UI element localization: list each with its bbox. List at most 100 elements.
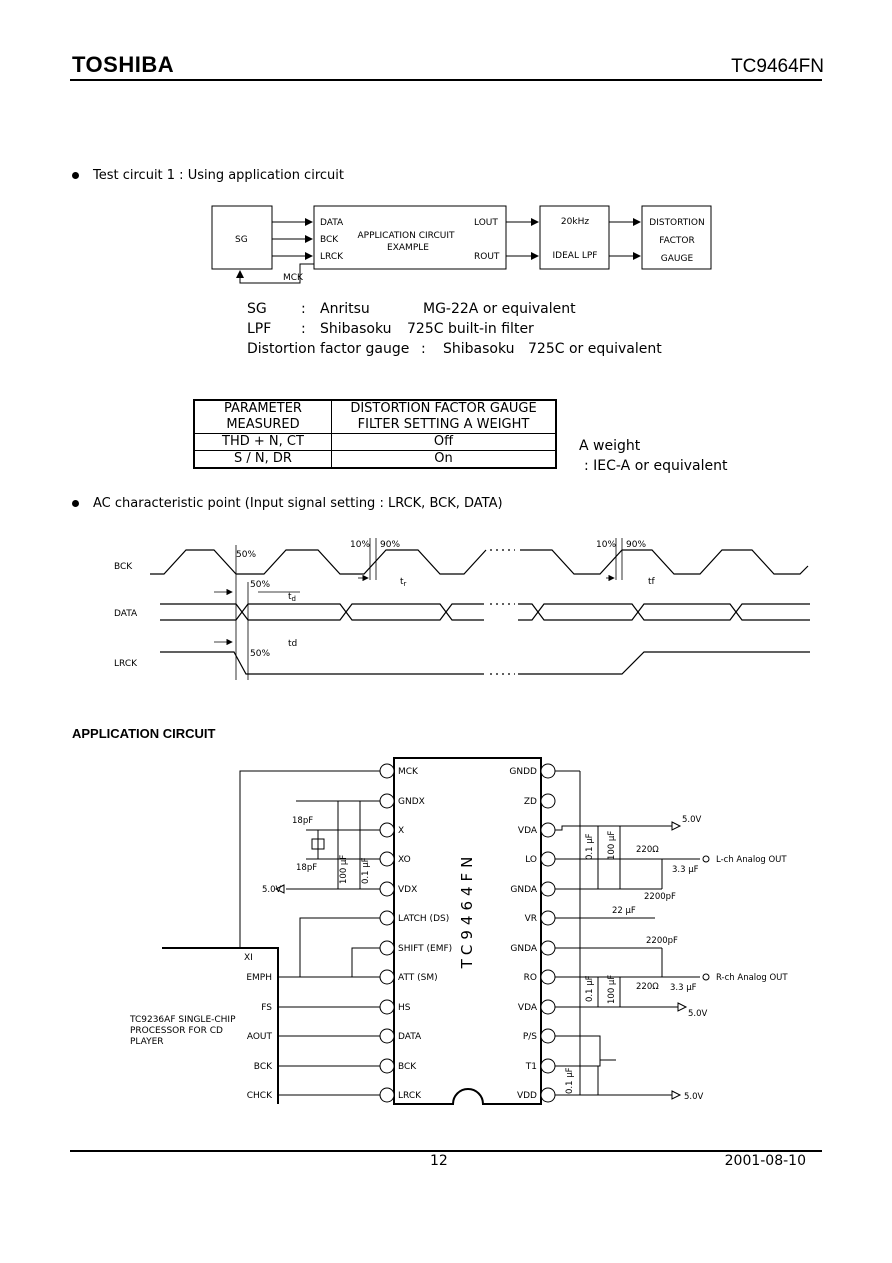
lbl-90-a: 90% (380, 540, 400, 550)
ac-point-text: AC characteristic point (Input signal se… (93, 496, 503, 511)
app-in-lrck: LRCK (320, 252, 344, 262)
lbl-10-a: 10% (350, 540, 370, 550)
spec-lpf: LPF : Shibasoku 725C built-in filter (247, 321, 534, 337)
svg-text:3.3 μF: 3.3 μF (672, 865, 699, 875)
svg-text:XI: XI (244, 953, 253, 963)
lpf-block (539, 205, 610, 270)
processor-edge (162, 947, 279, 1104)
chip-pin-labels: MCK GNDX X XO VDX LATCH (DS) SHIFT (EMF)… (398, 767, 538, 1101)
svg-text:XO: XO (398, 855, 411, 865)
svg-text:TC9236AF SINGLE-CHIP: TC9236AF SINGLE-CHIP (129, 1015, 236, 1025)
svg-text:HS: HS (398, 1003, 411, 1013)
svg-text:PLAYER: PLAYER (130, 1037, 164, 1047)
svg-text:L-ch Analog OUT: L-ch Analog OUT (716, 855, 787, 865)
svg-text:100 μF: 100 μF (607, 831, 617, 860)
bck-waveform-2 (520, 549, 809, 575)
svg-text:MCK: MCK (398, 767, 419, 777)
sig-lrck: LRCK (114, 659, 138, 669)
svg-text:EMPH: EMPH (246, 973, 272, 983)
footer-rule (70, 1150, 822, 1152)
lpf-line-2: IDEAL LPF (553, 251, 598, 261)
app-out-rout: ROUT (474, 252, 500, 262)
svg-text:DATA: DATA (398, 1032, 422, 1042)
svg-text:2200pF: 2200pF (644, 892, 676, 902)
lbl-tf: tf (648, 577, 656, 587)
svg-text:100 μF: 100 μF (339, 855, 349, 884)
sig-bck: BCK (114, 562, 133, 572)
svg-text:GNDA: GNDA (510, 944, 537, 954)
svg-text:RO: RO (524, 973, 537, 983)
svg-text:VDA: VDA (518, 826, 538, 836)
timing-labels: BCK DATA LRCK 50% 50% 50% 10% 90% 10% 90… (114, 540, 656, 669)
svg-text:VDX: VDX (398, 885, 417, 895)
svg-text:LATCH (DS): LATCH (DS) (398, 914, 449, 924)
lbl-50-lrck: 50% (250, 649, 270, 659)
bck-waveform (150, 549, 487, 575)
block-labels: SG DATA BCK LRCK LOUT ROUT APPLICATION C… (235, 217, 705, 283)
svg-text:FS: FS (261, 1003, 272, 1013)
app-title-1: APPLICATION CIRCUIT (357, 231, 455, 241)
svg-text:T1: T1 (525, 1062, 537, 1072)
svg-text:PROCESSOR FOR CD: PROCESSOR FOR CD (130, 1026, 223, 1036)
app-in-bck: BCK (320, 235, 339, 245)
svg-text:AOUT: AOUT (247, 1032, 273, 1042)
svg-text:5.0V: 5.0V (262, 885, 282, 895)
a-weight-title: A weight (579, 438, 641, 454)
test-circuit-text: Test circuit 1 : Using application circu… (93, 168, 344, 183)
sg-label: SG (235, 235, 248, 245)
ac-point-bullet: AC characteristic point (Input signal se… (72, 496, 503, 511)
section-heading: APPLICATION CIRCUIT (72, 726, 216, 741)
timing-diagram (150, 538, 810, 680)
lrck-waveform-2 (518, 651, 810, 675)
svg-text:0.1 μF: 0.1 μF (565, 1067, 575, 1094)
lbl-50-bck: 50% (236, 550, 256, 560)
svg-text:3.3 μF: 3.3 μF (670, 983, 697, 993)
lbl-tr: tr (400, 577, 407, 588)
footer-date: 2001-08-10 (724, 1153, 806, 1169)
component-labels: 18pF 18pF 5.0V 5.0V 5.0V 5.0V 220Ω 3.3 μ… (262, 815, 788, 1102)
svg-text:ATT (SM): ATT (SM) (398, 973, 438, 983)
lbl-td2: td (288, 639, 297, 649)
chip-name: TC9464FN (458, 852, 476, 970)
bullet-icon (72, 172, 79, 179)
table-row: THD + N, CT Off (193, 433, 557, 451)
part-number: TC9464FN (731, 56, 824, 77)
app-circuit-block (313, 205, 507, 270)
gauge-line-1: DISTORTION (649, 218, 704, 228)
svg-text:GNDX: GNDX (398, 797, 425, 807)
mck-label: MCK (283, 273, 304, 283)
a-weight-value: : IEC-A or equivalent (584, 458, 728, 474)
svg-text:100 μF: 100 μF (607, 975, 617, 1004)
block-diagram (211, 205, 712, 284)
sg-block (211, 205, 273, 270)
svg-text:18pF: 18pF (296, 863, 317, 873)
table-row: S / N, DR On (193, 450, 557, 469)
right-pin-circles (540, 763, 556, 1103)
gauge-line-2: FACTOR (659, 236, 694, 246)
svg-text:X: X (398, 826, 404, 836)
brand-logo: TOSHIBA (72, 52, 175, 77)
lrck-waveform (160, 651, 484, 675)
test-circuit-bullet: Test circuit 1 : Using application circu… (72, 168, 344, 183)
app-circuit (162, 757, 710, 1105)
lbl-50-data: 50% (250, 580, 270, 590)
svg-text:220Ω: 220Ω (636, 982, 659, 992)
svg-text:LO: LO (525, 855, 537, 865)
svg-text:GNDA: GNDA (510, 885, 537, 895)
app-title-2: EXAMPLE (387, 243, 429, 253)
svg-text:SHIFT (EMF): SHIFT (EMF) (398, 944, 452, 954)
svg-text:0.1 μF: 0.1 μF (585, 833, 595, 860)
lbl-10-b: 10% (596, 540, 616, 550)
svg-text:2200pF: 2200pF (646, 936, 678, 946)
spec-gauge: Distortion factor gauge : Shibasoku 725C… (247, 341, 662, 357)
svg-text:VR: VR (525, 914, 537, 924)
sig-data: DATA (114, 609, 138, 619)
svg-text:BCK: BCK (254, 1062, 273, 1072)
left-pin-circles (379, 763, 395, 1103)
gauge-block (641, 205, 712, 270)
chip-body (393, 757, 542, 1105)
